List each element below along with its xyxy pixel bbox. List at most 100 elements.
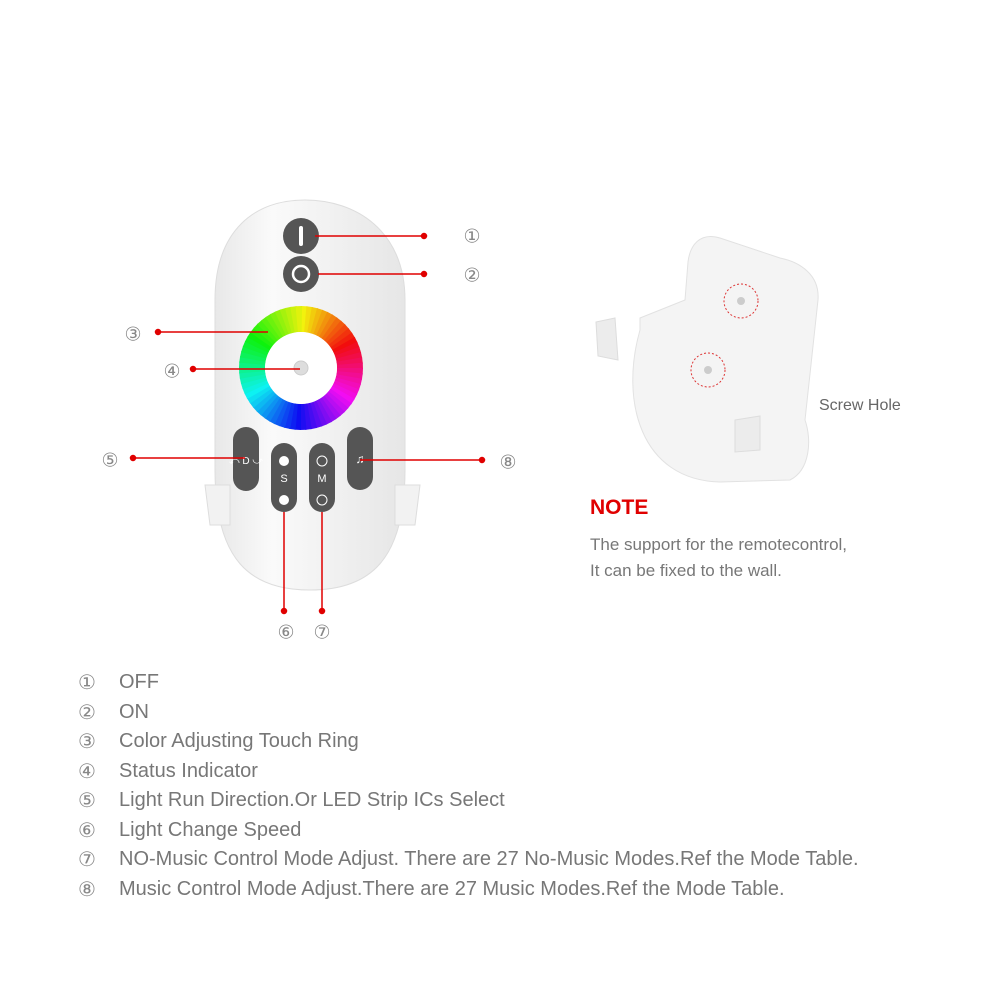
legend-text: Light Run Direction.Or LED Strip ICs Sel… <box>119 789 505 812</box>
ring-segment <box>335 351 363 363</box>
ring-segment <box>334 377 361 391</box>
ring-segment <box>270 311 287 337</box>
ring-segment <box>319 314 338 339</box>
off-button[interactable] <box>283 218 319 254</box>
ring-segment <box>328 328 353 348</box>
ring-segment <box>278 401 292 428</box>
ring-segment <box>336 371 363 380</box>
ring-segment <box>244 336 271 353</box>
direction-button[interactable]: ⤺ D ⤻ <box>229 427 263 491</box>
ring-segment <box>252 390 276 412</box>
screw-hole-label: Screw Hole <box>819 397 901 414</box>
svg-text:S: S <box>280 473 287 485</box>
ring-segment <box>239 373 267 385</box>
ring-segment <box>295 306 303 333</box>
svg-text:M: M <box>317 473 326 485</box>
callout-6: ⑥ <box>277 622 295 644</box>
ring-segment <box>239 356 266 365</box>
ring-segment <box>264 397 283 422</box>
note-title: NOTE <box>590 496 649 519</box>
ring-segment <box>289 403 298 430</box>
music-mode-button[interactable]: ♫ <box>347 427 373 490</box>
svg-text:⤺ D ⤻: ⤺ D ⤻ <box>229 456 263 467</box>
legend-item: ② ON <box>78 698 859 728</box>
svg-text:♫: ♫ <box>356 452 365 466</box>
ring-segment <box>253 323 276 345</box>
speed-button[interactable]: S <box>271 443 297 512</box>
legend-number: ⑤ <box>78 790 96 813</box>
ring-segment <box>256 393 278 416</box>
remote-control: ⤺ D ⤻ S M ♫ <box>204 199 421 591</box>
ring-segment <box>335 374 363 386</box>
legend-text: Light Change Speed <box>119 818 302 841</box>
ring-segment <box>313 309 329 336</box>
ring-segment <box>273 400 289 427</box>
legend-number: ④ <box>78 760 96 783</box>
ring-segment <box>321 395 341 420</box>
ring-segment <box>240 376 268 390</box>
ring-segment <box>323 393 345 417</box>
ring-segment <box>274 309 290 336</box>
ring-segment <box>249 388 274 408</box>
callout-2: ② <box>463 265 481 287</box>
ring-segment <box>239 350 267 362</box>
ring-segment <box>279 307 293 335</box>
callout-5: ⑤ <box>101 450 119 472</box>
callout-8: ⑧ <box>499 452 517 474</box>
legend-item: ④ Status Indicator <box>78 757 859 787</box>
ring-segment <box>242 340 269 356</box>
mode-button[interactable]: M <box>309 443 335 512</box>
ring-segment <box>299 403 307 430</box>
ring-segment <box>304 306 313 333</box>
ring-segment <box>315 399 332 425</box>
ring-segment <box>312 400 328 427</box>
legend-number: ⑥ <box>78 819 96 842</box>
ring-segment <box>283 402 295 430</box>
ring-segment <box>257 319 279 343</box>
on-button[interactable] <box>283 256 319 292</box>
ring-segment <box>246 385 272 404</box>
legend-text: ON <box>119 700 149 723</box>
legend-text: Status Indicator <box>119 759 258 782</box>
ring-segment <box>321 317 342 341</box>
legend-text: Music Control Mode Adjust.There are 27 M… <box>119 877 785 900</box>
ring-segment <box>331 383 358 400</box>
ring-segment <box>333 341 360 357</box>
legend-number: ② <box>78 701 96 724</box>
status-indicator <box>293 360 309 376</box>
legend-number: ⑦ <box>78 849 96 872</box>
ring-segment <box>242 379 269 395</box>
ring-segment <box>241 345 268 359</box>
legend-item: ⑤ Light Run Direction.Or LED Strip ICs Se… <box>78 786 859 816</box>
note-line-2: It can be fixed to the wall. <box>590 561 782 580</box>
ring-segment <box>330 386 355 405</box>
ring-segment <box>265 313 284 339</box>
callout-lines <box>129 232 486 615</box>
ring-segment <box>244 382 270 399</box>
screw-hole-circle <box>690 352 726 388</box>
ring-segment <box>260 395 281 419</box>
ring-segment <box>307 306 319 334</box>
screw-hole-circle <box>723 283 759 319</box>
legend-text: NO-Music Control Mode Adjust. There are … <box>119 848 859 871</box>
legend-item: ⑥ Light Change Speed <box>78 816 859 846</box>
note-line-1: The support for the remotecontrol, <box>590 535 848 554</box>
ring-segment <box>332 337 358 354</box>
ring-segment <box>334 346 362 360</box>
ring-segment <box>336 362 363 370</box>
legend-item: ⑧ Music Control Mode Adjust.There are 27 … <box>78 875 859 905</box>
legend-number: ① <box>78 672 96 695</box>
ring-segment <box>328 388 352 409</box>
ring-segment <box>330 332 356 351</box>
ring-segment <box>326 391 349 413</box>
ring-segment <box>284 306 296 334</box>
callout-4: ④ <box>163 361 181 383</box>
ring-segment <box>324 320 346 343</box>
ring-segment <box>269 398 286 425</box>
ring-segment <box>316 311 333 338</box>
legend-number: ⑧ <box>78 878 96 901</box>
